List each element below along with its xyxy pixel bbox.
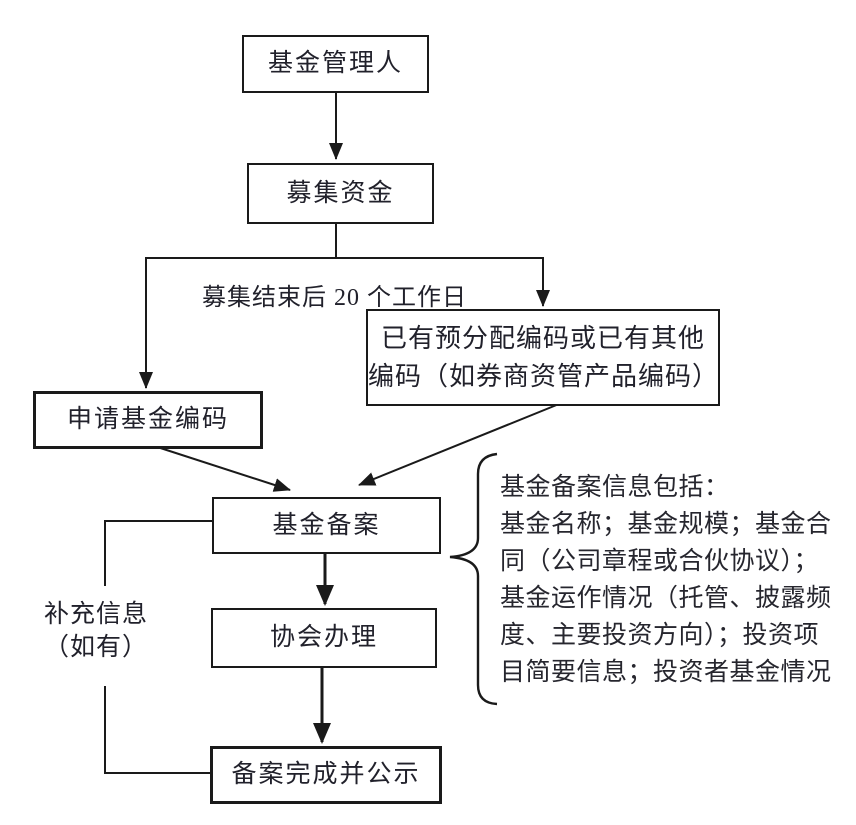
note-filing-info: 基金备案信息包括： 基金名称；基金规模；基金合 同（公司章程或合伙协议）； 基金… [500,469,854,691]
line-supplement-top [104,520,212,586]
note-line: 目简要信息；投资者基金情况 [500,659,832,686]
label-supplementary-info: 补充信息 （如有） [40,598,152,664]
line-supplement-bottom [104,686,210,774]
arrow-apply-to-filing [147,443,291,492]
note-line: 基金备案信息包括： [500,474,730,501]
node-existing-code-line2: 编码（如券商资管产品编码） [368,361,720,391]
node-filing-complete: 备案完成并公示 [210,746,442,804]
note-line: 基金运作情况（托管、披露频 [500,585,832,612]
node-raise-funds: 募集资金 [247,163,434,224]
note-line: 基金名称；基金规模；基金合 [500,511,832,538]
note-line: 度、主要投资方向）；投资项 [500,622,820,649]
note-line: 同（公司章程或合伙协议）； [500,548,820,575]
label-supplementary-info-line2: （如有） [43,634,148,661]
node-fund-manager: 基金管理人 [242,35,429,93]
node-existing-code-line1: 已有预分配编码或已有其他 [380,323,705,353]
node-association-processing: 协会办理 [211,608,437,668]
label-after-raising: 募集结束后 20 个工作日 [202,285,467,311]
arrow-existing-to-filing [358,403,560,486]
label-supplementary-info-line1: 补充信息 [43,601,148,628]
brace-left [449,452,498,706]
node-existing-code: 已有预分配编码或已有其他 编码（如券商资管产品编码） [366,309,720,406]
node-fund-filing: 基金备案 [212,497,441,554]
node-apply-fund-code: 申请基金编码 [33,391,263,449]
